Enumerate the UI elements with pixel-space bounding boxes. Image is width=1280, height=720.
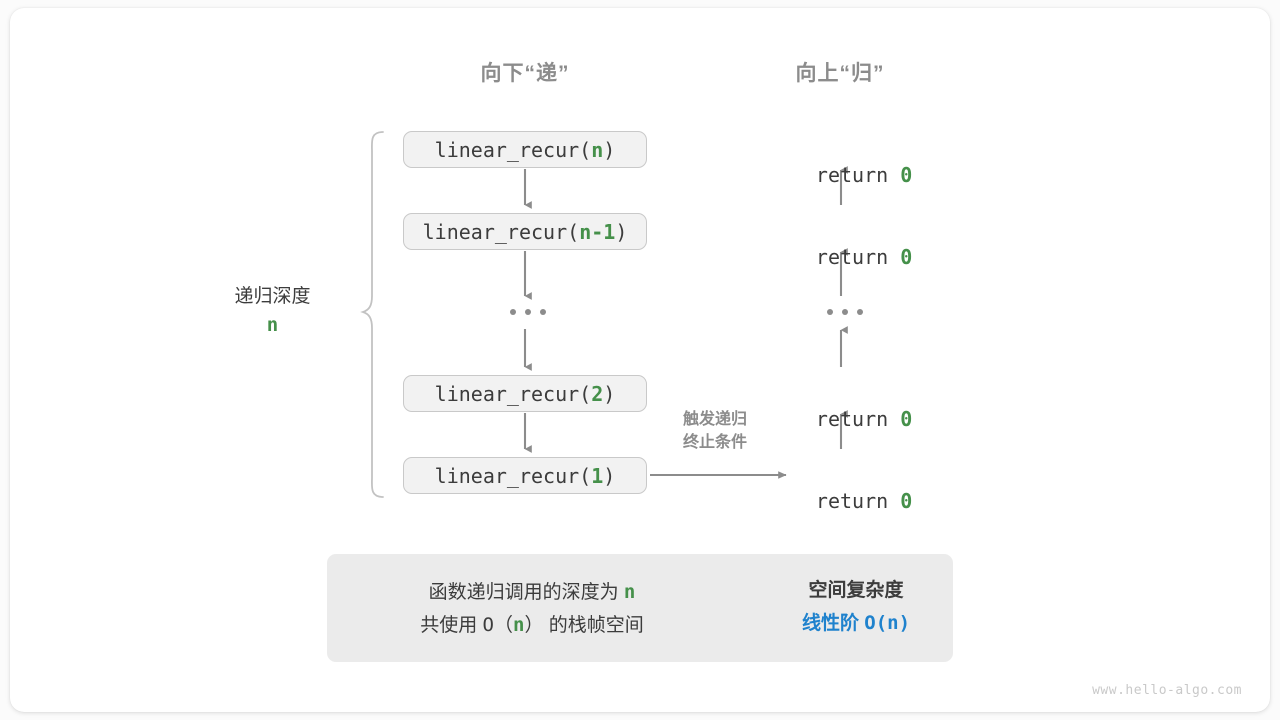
return-statement: return 0 <box>715 139 965 211</box>
call-frame-prefix: linear_recur( <box>434 463 592 488</box>
call-frame-suffix: ) <box>603 137 616 162</box>
termination-note-line1: 触发递归 <box>682 411 747 428</box>
summary-description: 函数递归调用的深度为 n 共使用 O（n） 的栈帧空间 <box>327 576 737 643</box>
call-frame-suffix: ) <box>603 463 616 488</box>
dot <box>525 309 531 315</box>
call-frame-suffix: ) <box>615 219 628 244</box>
summary-result-value-text: 线性阶 <box>801 613 865 635</box>
call-frame-box[interactable]: linear_recur(2) <box>403 375 647 412</box>
dot <box>842 309 848 315</box>
summary-result-value-notation: O(n) <box>864 612 911 635</box>
dot <box>510 309 516 315</box>
summary-line-2: 共使用 O（n） 的栈帧空间 <box>327 609 737 642</box>
column-header-descend: 向下“递” <box>480 62 570 85</box>
call-frame-arg: n-1 <box>579 219 616 244</box>
call-frame-box[interactable]: linear_recur(1) <box>403 457 647 494</box>
call-frame-box[interactable]: linear_recur(n-1) <box>403 213 647 250</box>
summary-result-title: 空间复杂度 <box>808 580 904 601</box>
return-value: 0 <box>900 163 913 187</box>
summary-result: 空间复杂度 线性阶 O(n) <box>759 574 953 641</box>
summary-line-2-n: n <box>512 614 525 637</box>
recursion-depth-text: 递归深度 <box>234 286 311 307</box>
call-frame-box[interactable]: linear_recur(n) <box>403 131 647 168</box>
column-header-ascend: 向上“归” <box>795 62 885 85</box>
dot <box>540 309 546 315</box>
return-value: 0 <box>900 407 913 431</box>
ellipsis-icon <box>827 309 863 315</box>
recursion-depth-value: n <box>266 314 279 337</box>
call-frame-prefix: linear_recur( <box>422 219 580 244</box>
recursion-depth-label: 递归深度 n <box>185 282 360 341</box>
call-frame-prefix: linear_recur( <box>434 137 592 162</box>
return-keyword: return <box>815 407 901 431</box>
call-frame-suffix: ) <box>603 381 616 406</box>
return-statement: return 0 <box>715 383 965 455</box>
termination-note-line2: 终止条件 <box>682 434 747 452</box>
summary-line-1: 函数递归调用的深度为 n <box>327 576 737 609</box>
return-keyword: return <box>815 163 901 187</box>
return-value: 0 <box>900 489 913 513</box>
return-keyword: return <box>815 489 901 513</box>
summary-line-2-text-a: 共使用 <box>420 615 483 637</box>
summary-line-2-paren-close: ） <box>524 614 544 637</box>
summary-line-2-text-b: 的栈帧空间 <box>543 615 644 637</box>
complexity-summary-panel: 函数递归调用的深度为 n 共使用 O（n） 的栈帧空间 空间复杂度 线性阶 O(… <box>327 554 953 662</box>
summary-line-1-n: n <box>623 581 636 603</box>
watermark: www.hello-algo.com <box>1092 683 1242 698</box>
call-frame-arg: n <box>591 137 604 162</box>
call-frame-prefix: linear_recur( <box>434 381 592 406</box>
call-frame-arg: 2 <box>591 381 604 406</box>
summary-line-2-big-o: O（ <box>482 614 513 637</box>
summary-result-value: 线性阶 O(n) <box>759 607 953 640</box>
dot <box>827 309 833 315</box>
return-keyword: return <box>815 245 901 269</box>
termination-note: 触发递归 终止条件 <box>652 408 778 454</box>
ellipsis-icon <box>510 309 546 315</box>
call-frame-arg: 1 <box>591 463 604 488</box>
summary-line-1-text: 函数递归调用的深度为 <box>428 582 624 603</box>
return-statement: return 0 <box>715 465 965 537</box>
return-statement: return 0 <box>715 221 965 293</box>
dot <box>857 309 863 315</box>
return-value: 0 <box>900 245 913 269</box>
